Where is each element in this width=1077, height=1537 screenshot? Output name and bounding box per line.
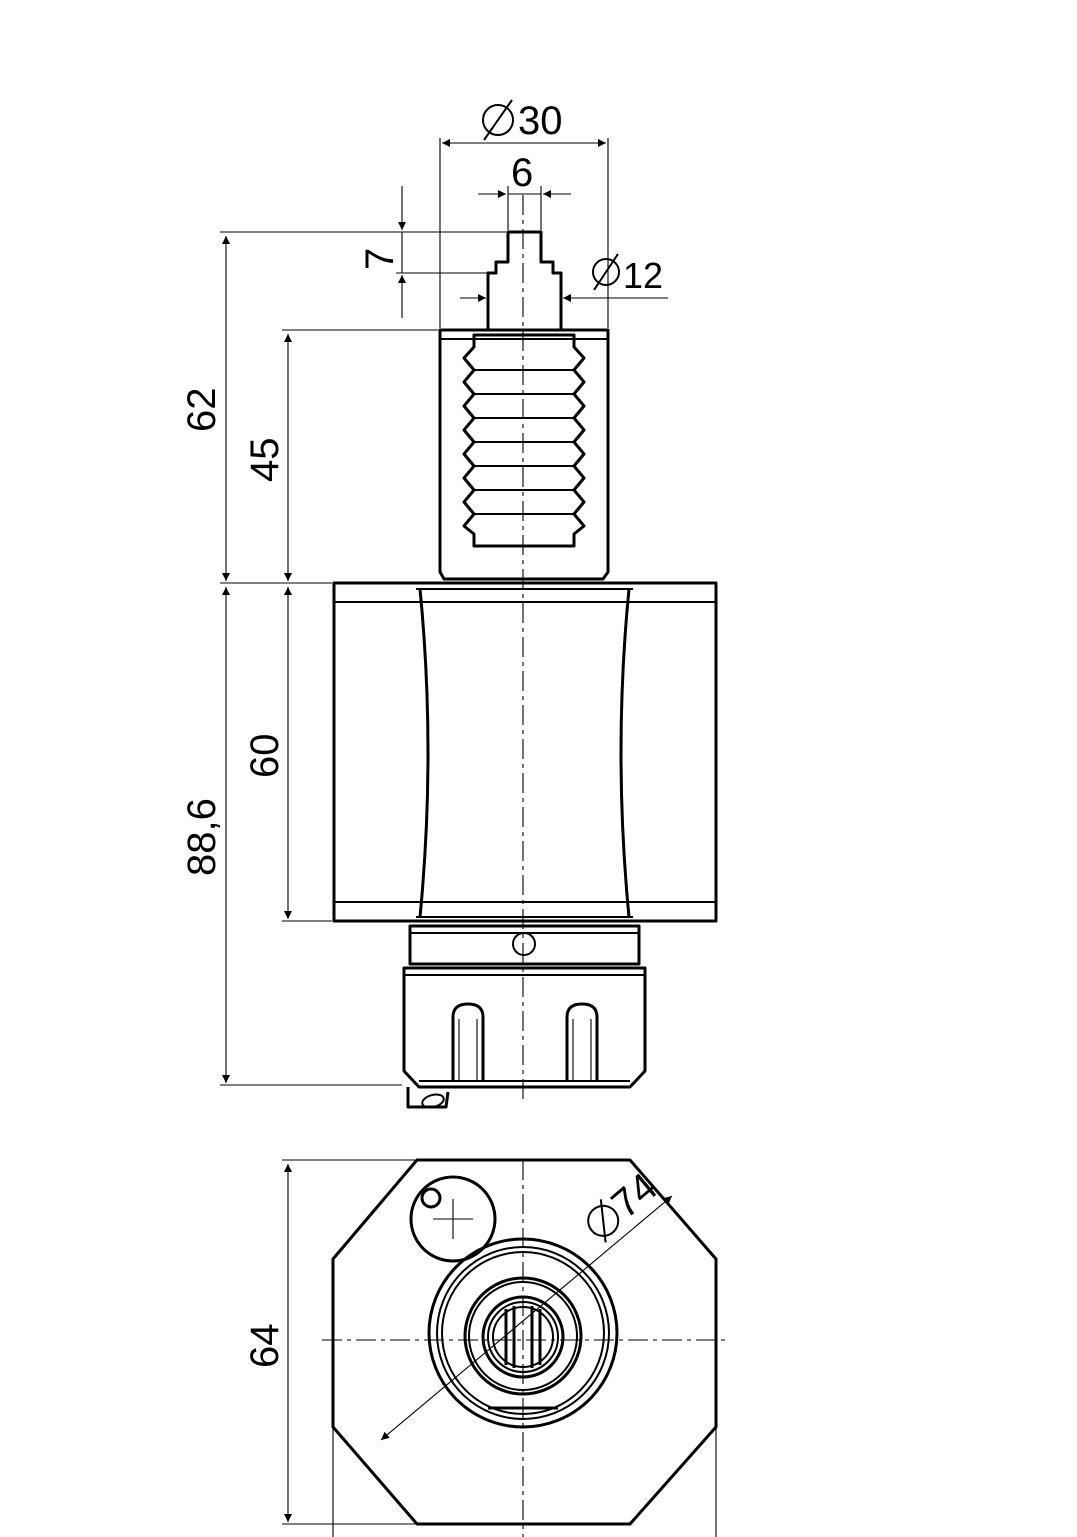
collet-slot-right	[565, 1002, 599, 1081]
dim-line-dia-74	[380, 1195, 673, 1441]
octagon-outline	[331, 1158, 718, 1526]
dia-symbol-12	[592, 253, 620, 291]
rib-outline	[462, 333, 586, 548]
collet-slot-left	[451, 1002, 485, 1081]
pin-hole	[512, 932, 536, 956]
coolant-port-hole	[420, 1187, 442, 1209]
dim-height-62: 62	[180, 388, 224, 433]
right-concave-face	[619, 588, 631, 918]
dim-height-45: 45	[243, 438, 287, 483]
side-view	[332, 195, 718, 1109]
left-concave-face	[418, 588, 430, 918]
coolant-nozzle	[406, 1087, 450, 1109]
upper-housing	[438, 328, 610, 581]
dim-height-7: 7	[358, 248, 402, 270]
dim-height-64: 64	[243, 1324, 287, 1369]
ribbed-spindle	[462, 333, 586, 548]
collet-nut	[402, 966, 647, 1089]
dia-symbol	[482, 99, 514, 141]
dim-dia-30: 30	[518, 99, 563, 143]
dia-74-label: 74	[587, 1165, 666, 1243]
end-view: 74 64	[243, 1158, 728, 1537]
dim-dia-74: 74	[604, 1165, 666, 1227]
body-outline	[332, 581, 718, 923]
dim-width-6: 6	[511, 151, 533, 195]
dimensions-side: 30 6 7 12 62 45	[180, 99, 668, 1086]
main-body	[332, 581, 718, 923]
nut-ring	[408, 924, 641, 966]
dim-dia-12: 12	[623, 255, 663, 296]
collet-nut-outline	[402, 966, 647, 1089]
dim-height-60: 60	[243, 734, 287, 779]
shaft-tip	[486, 230, 563, 332]
dim-height-88-6: 88,6	[180, 798, 224, 876]
